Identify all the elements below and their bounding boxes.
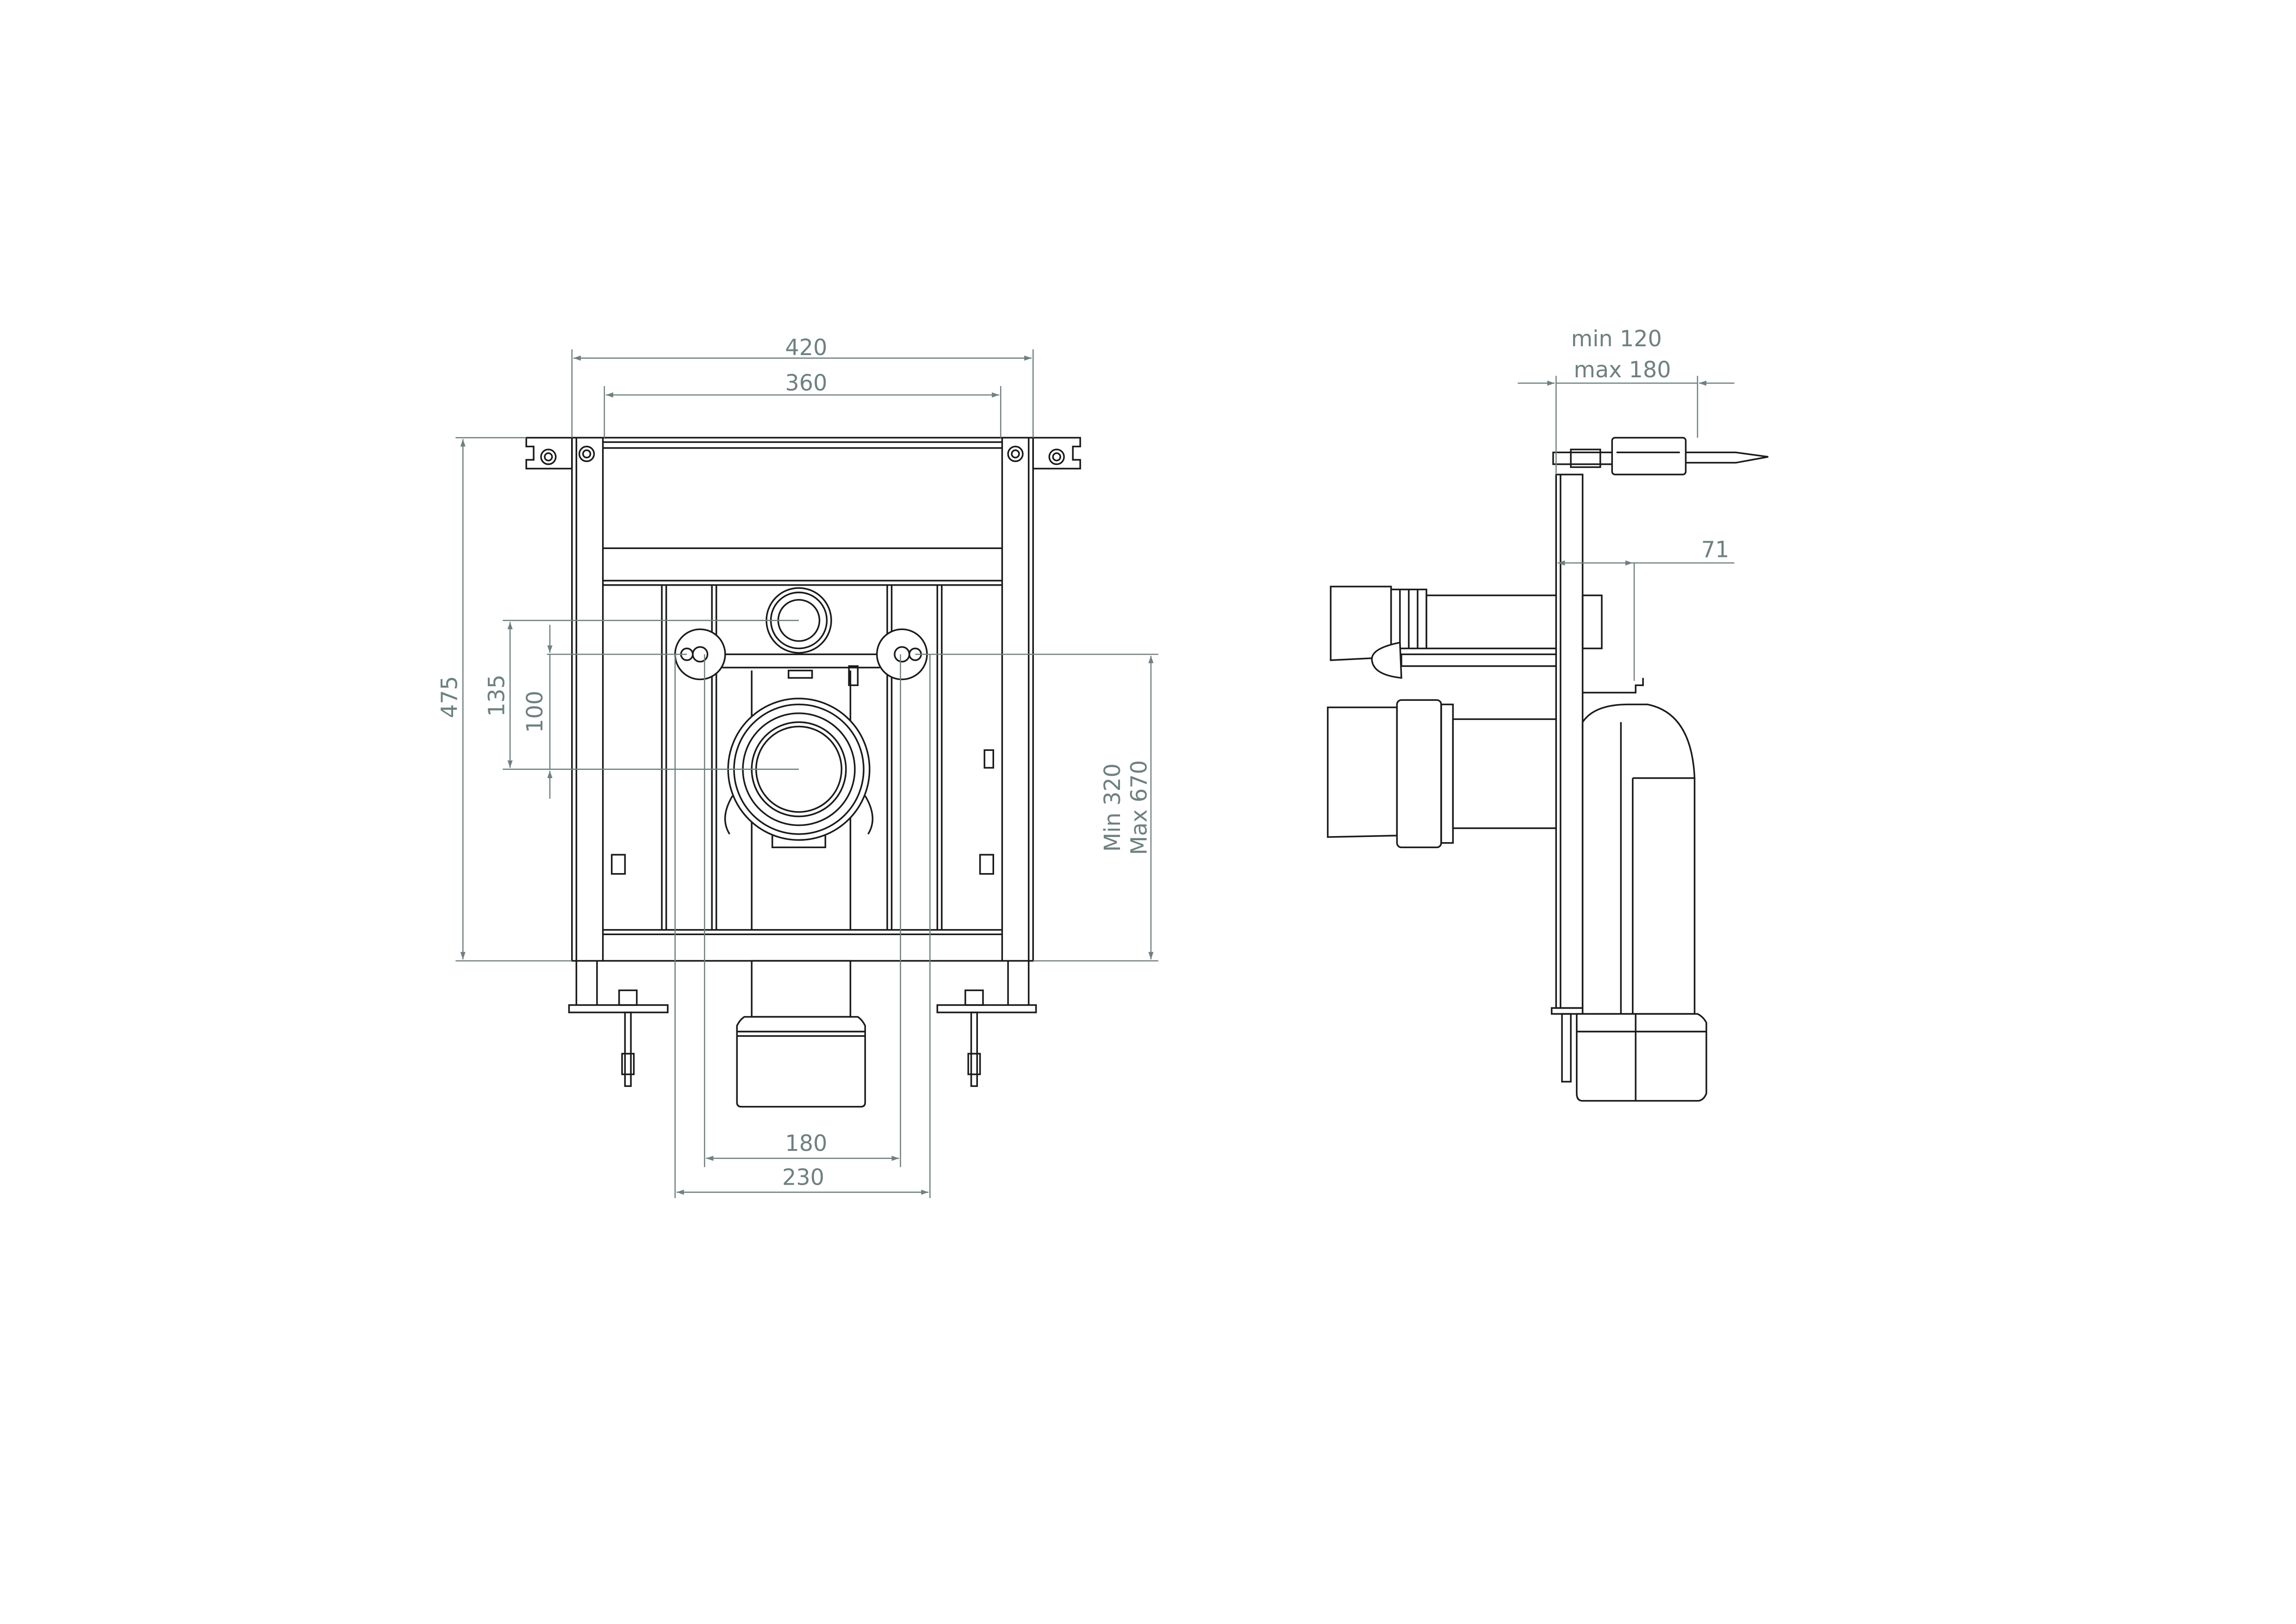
dim-frame-width: 360 — [785, 371, 827, 396]
dim-inlet-offset: 135 — [484, 675, 510, 717]
dim-height-max: Max 670 — [1126, 760, 1152, 855]
flush-actuator-rod — [1552, 437, 1768, 475]
dim-overall-width: 420 — [785, 335, 827, 361]
dim-connector-offset: 100 — [523, 691, 548, 733]
top-left-bracket — [525, 437, 595, 470]
dim-overall-height: 475 — [437, 676, 463, 718]
connector-flanges — [674, 628, 928, 686]
side-dimensions: min 120 max 180 71 — [1518, 326, 1735, 681]
dim-bolt-spacing: 180 — [785, 1131, 827, 1156]
feet — [568, 961, 1037, 1087]
front-view — [525, 437, 1081, 1108]
front-dimensions: 420 360 475 135 100 Min 320 Max 670 180 … — [437, 335, 1158, 1199]
mounting-plate — [1550, 474, 1588, 1083]
supply-pipe — [1330, 586, 1603, 679]
dim-projection: 71 — [1701, 537, 1730, 562]
dim-depth-min: min 120 — [1571, 326, 1662, 352]
drain-pipe — [736, 960, 866, 1108]
dim-bolt-spacing-outer: 230 — [782, 1165, 824, 1190]
dim-depth-max: max 180 — [1574, 357, 1671, 383]
waste-pipe — [1327, 678, 1707, 1102]
top-right-bracket — [1007, 437, 1081, 470]
dim-height-min: Min 320 — [1100, 763, 1126, 852]
